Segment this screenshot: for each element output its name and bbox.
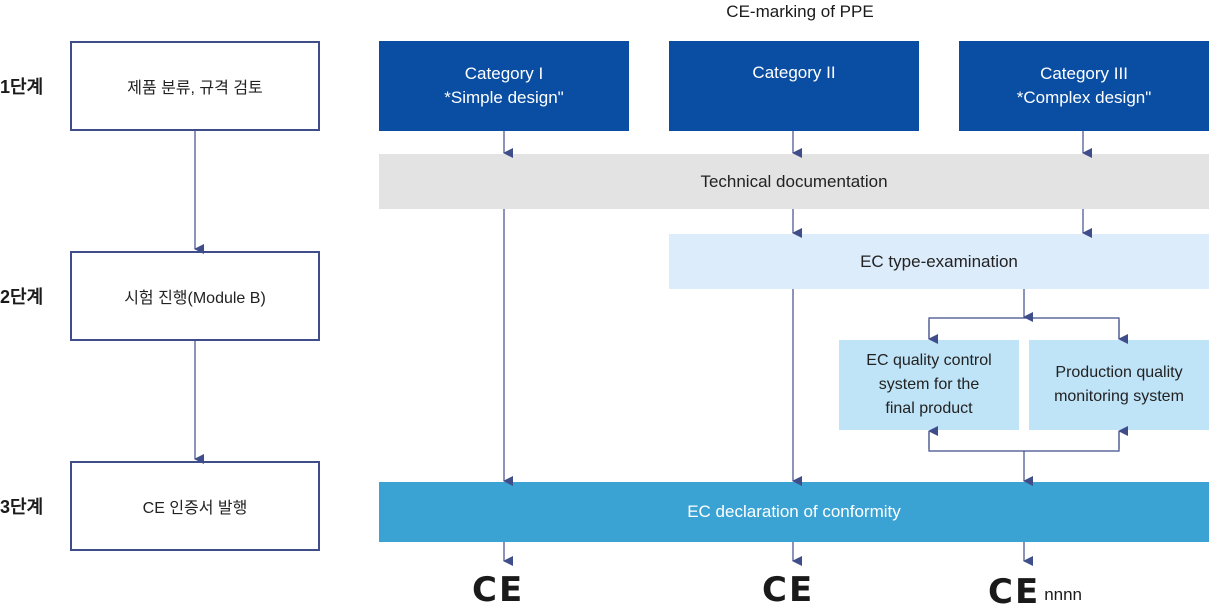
ce-mark-1-symbol: CE [472,570,525,610]
ec-declaration-bar: EC declaration of conformity [379,482,1209,542]
production-monitoring-line-1: Production quality [1055,364,1183,381]
category-1-subtitle: *Simple design" [444,88,564,107]
category-2-title: Category II [752,63,836,82]
technical-documentation-bar: Technical documentation [379,154,1209,209]
production-monitoring-line-2: monitoring system [1054,388,1184,405]
quality-control-line-2: system for the [878,376,980,393]
ce-mark-2: CE [762,566,814,610]
stage-3-label: 3단계 [0,497,44,517]
category-3-subtitle: *Complex design" [1016,88,1152,107]
stage-2-box: 시험 진행(Module B) [70,251,320,341]
category-2-box: Category II [669,41,919,131]
ec-type-examination-bar: EC type-examination [669,234,1209,289]
stage-2-label: 2단계 [0,287,44,307]
ce-mark-3-number: nnnn [1044,585,1083,604]
category-3-box: Category III *Complex design" [959,41,1209,131]
ce-mark-3: CE nnnn [988,568,1082,612]
diagram-title: CE-marking of PPE [726,2,874,21]
ce-mark-2-symbol: CE [762,570,815,610]
production-monitoring-box: Production quality monitoring system [1029,340,1209,430]
stage-1-label: 1단계 [0,77,44,97]
quality-merge-line [928,432,1120,452]
category-1-box: Category I *Simple design" [379,41,629,131]
category-1-title: Category I [464,64,544,83]
ce-mark-3-symbol: CE [988,572,1041,612]
stage-1-box: 제품 분류, 규격 검토 [70,41,320,131]
quality-control-line-1: EC quality control [866,352,992,369]
ce-mark-1: CE [472,566,524,610]
category-3-title: Category III [1040,64,1128,83]
quality-split-line [928,317,1120,339]
quality-control-line-3: final product [885,400,973,417]
quality-control-box: EC quality control system for the final … [839,340,1019,430]
